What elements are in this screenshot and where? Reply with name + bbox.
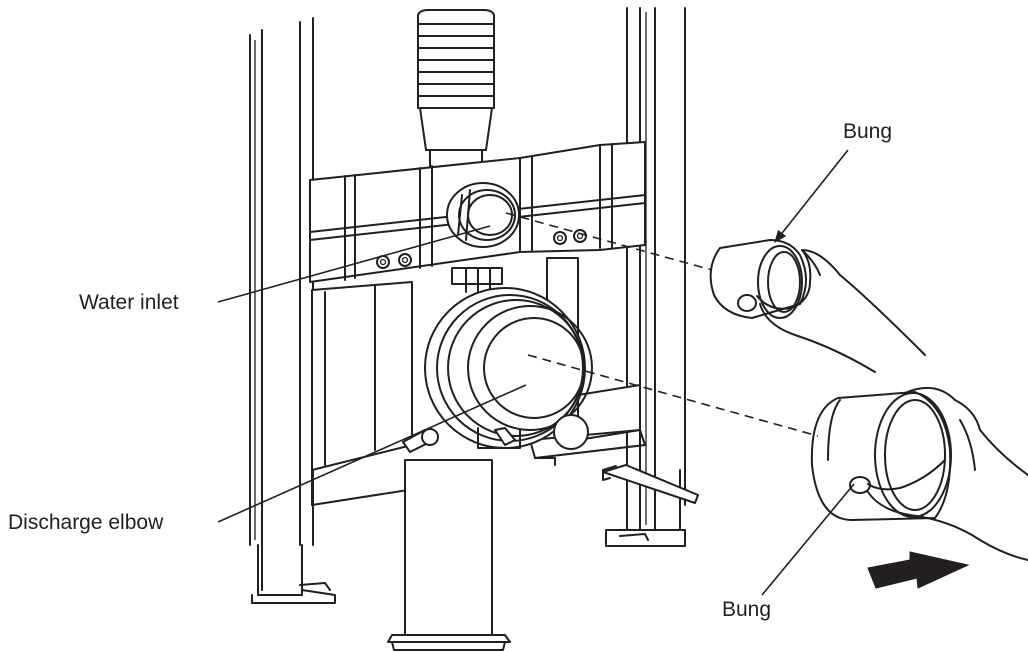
bung-label-top: Bung bbox=[843, 120, 893, 143]
hand-upper bbox=[756, 249, 926, 373]
bung-upper-leader bbox=[774, 149, 849, 244]
bung-lower-leader bbox=[761, 483, 855, 596]
bung-label-bottom: Bung bbox=[722, 598, 772, 621]
right-frame-upright bbox=[605, 7, 686, 547]
flush-pipe bbox=[417, 9, 495, 169]
alignment-line-upper bbox=[505, 212, 713, 271]
cistern-key bbox=[602, 464, 699, 504]
bung-upper bbox=[709, 239, 807, 319]
bung-lower bbox=[810, 391, 952, 521]
alignment-line-lower bbox=[527, 354, 819, 437]
discharge-elbow-label: Discharge elbow bbox=[8, 511, 164, 534]
push-direction-arrow-icon bbox=[867, 551, 970, 589]
water-inlet-fitting bbox=[446, 182, 520, 248]
water-inlet-leader bbox=[217, 225, 491, 303]
hand-lower bbox=[867, 386, 1028, 561]
support-bracket bbox=[311, 257, 646, 506]
left-frame-upright bbox=[249, 17, 336, 604]
water-inlet-label: Water inlet bbox=[79, 291, 179, 314]
discharge-elbow-leader bbox=[217, 384, 527, 523]
discharge-elbow bbox=[387, 287, 593, 651]
